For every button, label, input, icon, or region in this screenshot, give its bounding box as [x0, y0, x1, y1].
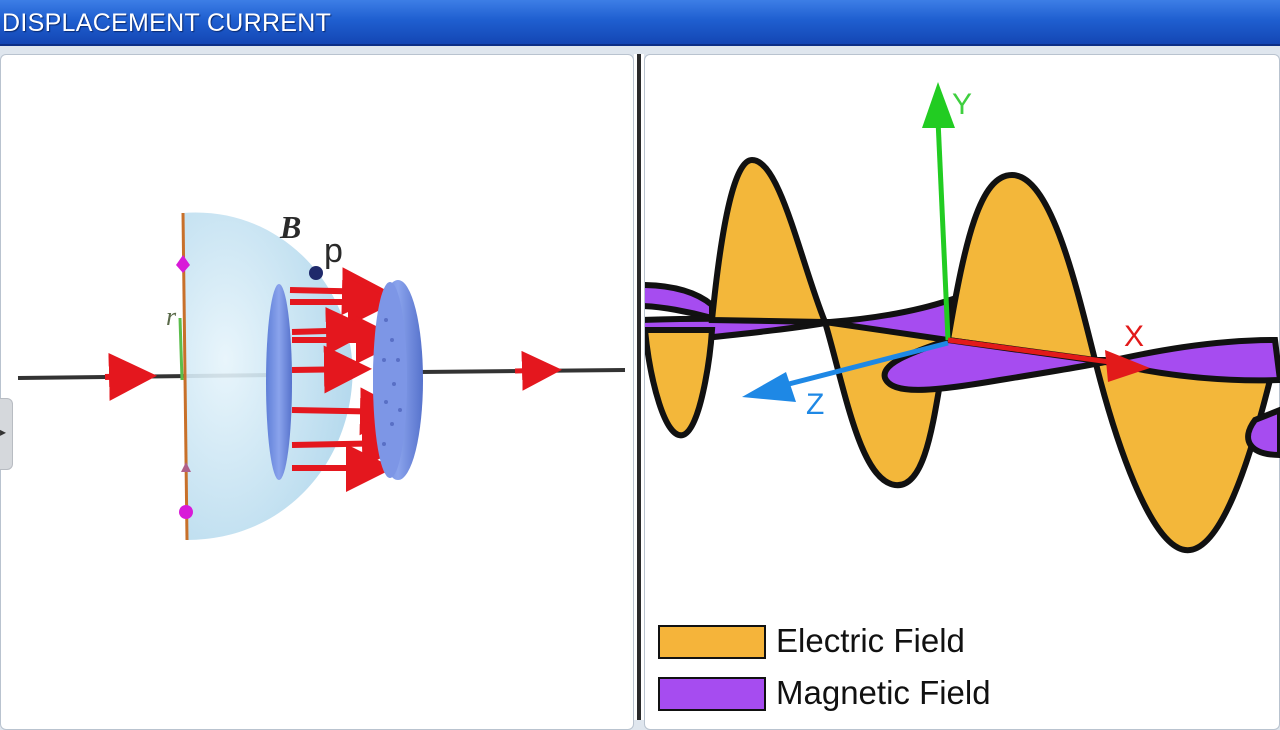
- chevron-right-icon: ▸: [0, 425, 7, 439]
- field-arrow: [291, 345, 372, 394]
- legend: Electric Field Magnetic Field: [658, 622, 1058, 722]
- current-arrow-in: [104, 352, 157, 401]
- radius-line: [178, 317, 184, 381]
- legend-label-magnetic: Magnetic Field: [776, 674, 991, 711]
- field-arrow: [289, 267, 390, 316]
- legend-swatch-magnetic: [658, 677, 766, 711]
- legend-swatch-electric: [658, 625, 766, 659]
- point-p-marker: [309, 266, 323, 280]
- label-b: B: [279, 209, 301, 245]
- displacement-current-diagram: B p r: [17, 209, 626, 541]
- current-arrow-out: [514, 350, 562, 391]
- page-title: DISPLACEMENT CURRENT: [2, 9, 332, 37]
- capacitor-plate-1: [266, 284, 292, 480]
- loop-marker-top: [176, 255, 190, 273]
- side-expand-tab[interactable]: ▸: [0, 398, 13, 470]
- label-r: r: [166, 302, 177, 331]
- panel-divider: [634, 54, 644, 720]
- title-bar: DISPLACEMENT CURRENT: [0, 0, 1280, 46]
- label-p: p: [324, 232, 343, 270]
- loop-marker-bottom: [179, 505, 193, 519]
- loop-direction-arrow: [181, 462, 191, 472]
- capacitor-plate-2-face: [373, 282, 407, 478]
- field-arrow: [291, 307, 374, 356]
- legend-label-electric: Electric Field: [776, 622, 965, 659]
